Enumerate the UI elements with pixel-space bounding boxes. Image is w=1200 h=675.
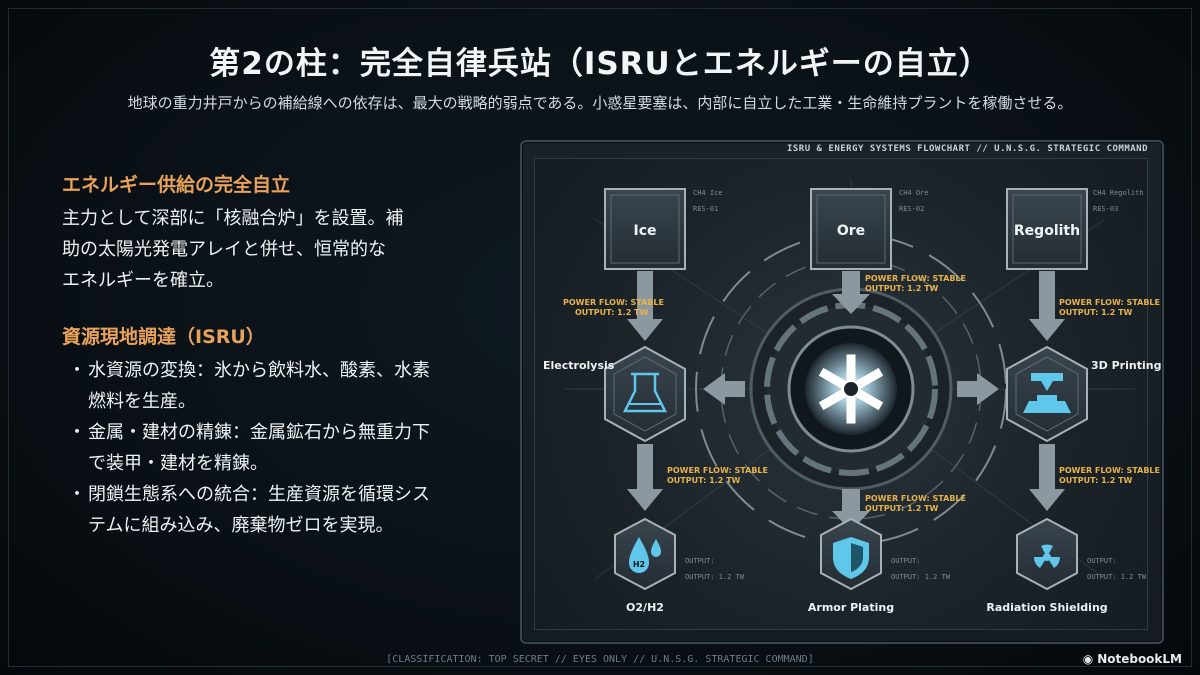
bullet-line: 閉鎖生態系への統合：生産資源を循環シス <box>88 484 430 505</box>
output-note: OUTPUT: <box>685 557 715 565</box>
input-node-regolith: Regolith CH4 Regolith RES-03 <box>1006 188 1144 270</box>
radiation-icon <box>1034 544 1061 568</box>
input-label: Ice <box>633 223 656 239</box>
bullet-line: 金属・建材の精錬：金属鉱石から無重力下 <box>88 422 430 443</box>
notebooklm-logo: ◉NotebookLM <box>1083 652 1186 666</box>
page-subtitle: 地球の重力井戸からの補給線への依存は、最大の戦略的弱点である。小惑星要塞は、内部… <box>127 94 1073 112</box>
output-node-o2h2: H2 O2/H2 OUTPUT: OUTPUT: 1.2 TW <box>614 517 745 614</box>
output-node-radiation-shielding: Radiation Shielding OUTPUT: OUTPUT: 1.2 … <box>986 517 1147 614</box>
output-note: OUTPUT: 1.2 TW <box>1087 573 1147 581</box>
input-code: RES-03 <box>1093 205 1118 213</box>
bullet-line: で装甲・建材を精錬。 <box>88 453 268 474</box>
output-node-armor-plating: Armor Plating OUTPUT: OUTPUT: 1.2 TW <box>808 517 951 614</box>
process-node-3d-printing: 3D Printing <box>1006 345 1161 443</box>
flow-label: OUTPUT: 1.2 TW <box>1059 476 1133 485</box>
flow-label: POWER FLOW: STABLE <box>563 298 664 307</box>
input-tag: CH4 Ore <box>899 189 929 197</box>
panel-header: ISRU & ENERGY SYSTEMS FLOWCHART // U.N.S… <box>786 144 1148 154</box>
icon-text: H2 <box>633 560 645 569</box>
flow-label: OUTPUT: 1.2 TW <box>667 476 741 485</box>
flow-label: POWER FLOW: STABLE <box>1059 466 1160 475</box>
flow-arrows <box>627 271 1065 531</box>
input-label: Regolith <box>1014 223 1080 239</box>
isru-bullet: ・金属・建材の精錬：金属鉱石から無重力下で装甲・建材を精錬。 <box>62 417 482 479</box>
energy-heading: エネルギー供給の完全自立 <box>62 174 291 196</box>
output-note: OUTPUT: 1.2 TW <box>685 573 745 581</box>
water-drop-icon: H2 <box>629 537 661 573</box>
flow-label: OUTPUT: 1.2 TW <box>865 284 939 293</box>
flow-label: POWER FLOW: STABLE <box>667 466 768 475</box>
input-code: RES-02 <box>899 205 924 213</box>
shield-icon <box>833 537 869 579</box>
flowchart-panel: ISRU & ENERGY SYSTEMS FLOWCHART // U.N.S… <box>520 140 1164 644</box>
logo-text: NotebookLM <box>1097 652 1182 666</box>
isru-bullet-list: ・水資源の変換：氷から飲料水、酸素、水素燃料を生産。 ・金属・建材の精錬：金属鉱… <box>62 355 482 541</box>
output-note: OUTPUT: <box>1087 557 1117 565</box>
input-node-ice: Ice CH4 Ice RES-01 <box>604 188 723 270</box>
flow-labels: POWER FLOW: STABLE OUTPUT: 1.2 TW POWER … <box>563 274 1160 513</box>
energy-text: 主力として深部に「核融合炉」を設置。補 助の太陽光発電アレイと併せ、恒常的な エ… <box>62 203 482 296</box>
flow-label: POWER FLOW: STABLE <box>865 494 966 503</box>
printer-icon <box>1023 373 1071 413</box>
output-note: OUTPUT: 1.2 TW <box>891 573 951 581</box>
isru-heading: 資源現地調達（ISRU） <box>62 326 265 348</box>
flow-label: OUTPUT: 1.2 TW <box>575 308 649 317</box>
input-tag: CH4 Ice <box>693 189 723 197</box>
output-label: Radiation Shielding <box>986 601 1107 614</box>
flow-label: OUTPUT: 1.2 TW <box>865 504 939 513</box>
page-title: 第2の柱：完全自律兵站（ISRUとエネルギーの自立） <box>209 46 991 82</box>
reactor-core-icon <box>749 287 953 491</box>
isru-bullet: ・閉鎖生態系への統合：生産資源を循環システムに組み込み、廃棄物ゼロを実現。 <box>62 479 482 541</box>
output-note: OUTPUT: <box>891 557 921 565</box>
process-label: 3D Printing <box>1091 359 1161 372</box>
output-label: O2/H2 <box>626 601 664 614</box>
input-node-ore: Ore CH4 Ore RES-02 <box>810 188 929 270</box>
process-label: Electrolysis <box>543 359 615 372</box>
bullet-line: テムに組み込み、廃棄物ゼロを実現。 <box>88 515 394 536</box>
bullet-mark: ・ <box>68 422 86 443</box>
bullet-mark: ・ <box>68 360 86 381</box>
outer-frame <box>8 8 1192 667</box>
bullet-line: 燃料を生産。 <box>88 391 196 412</box>
classification-footer: [CLASSIFICATION: TOP SECRET // EYES ONLY… <box>386 654 814 665</box>
flow-label: POWER FLOW: STABLE <box>1059 298 1160 307</box>
flowchart-svg: Ice CH4 Ice RES-01 Ore CH4 Ore RES-02 Re… <box>543 179 1161 614</box>
flow-label: POWER FLOW: STABLE <box>865 274 966 283</box>
flask-icon <box>622 372 668 413</box>
isru-bullet: ・水資源の変換：氷から飲料水、酸素、水素燃料を生産。 <box>62 355 482 417</box>
left-column: エネルギー供給の完全自立 主力として深部に「核融合炉」を設置。補 助の太陽光発電… <box>62 170 482 541</box>
input-code: RES-01 <box>693 205 718 213</box>
energy-line: 主力として深部に「核融合炉」を設置。補 <box>62 208 404 229</box>
logo-icon: ◉ <box>1082 652 1094 666</box>
energy-line: エネルギーを確立。 <box>62 270 224 291</box>
input-label: Ore <box>837 223 865 239</box>
input-tag: CH4 Regolith <box>1093 189 1144 197</box>
energy-line: 助の太陽光発電アレイと併せ、恒常的な <box>62 239 386 260</box>
bullet-mark: ・ <box>68 484 86 505</box>
flowchart-area: Ice CH4 Ice RES-01 Ore CH4 Ore RES-02 Re… <box>534 158 1161 630</box>
process-node-electrolysis: Electrolysis <box>543 345 686 443</box>
flow-label: OUTPUT: 1.2 TW <box>1059 308 1133 317</box>
bullet-line: 水資源の変換：氷から飲料水、酸素、水素 <box>88 360 430 381</box>
output-label: Armor Plating <box>808 601 894 614</box>
